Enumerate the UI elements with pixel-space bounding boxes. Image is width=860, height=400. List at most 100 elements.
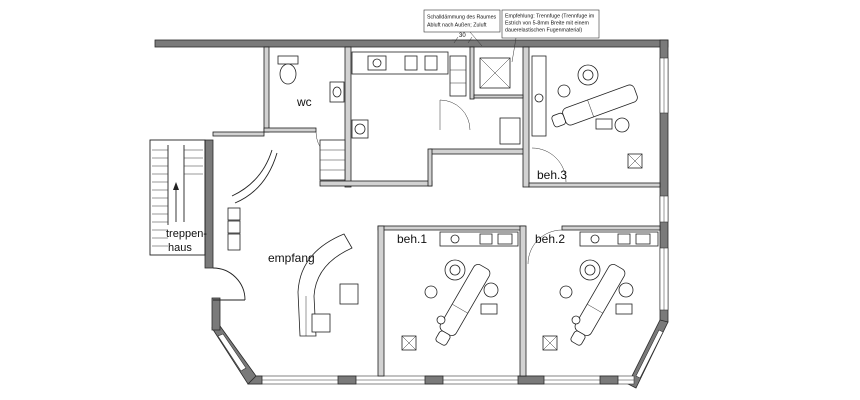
small-room-bottom-wall xyxy=(473,94,524,99)
beh3-door-swing xyxy=(531,147,567,183)
dimension-label: 30 xyxy=(459,33,466,39)
room-label-wc: wc xyxy=(296,95,312,109)
room-label-beh2: beh.2 xyxy=(535,232,565,246)
corridor-niche-top-wall xyxy=(429,148,526,155)
bay-window-right xyxy=(635,329,664,379)
bottom-pier-4 xyxy=(517,375,545,385)
entrance-door xyxy=(212,267,246,301)
beh1-top-wall xyxy=(377,225,526,231)
steri-device-2 xyxy=(424,55,438,71)
annotation-text-line: Schalldämmung des Raumes xyxy=(427,15,497,21)
beh2-top-wall xyxy=(561,225,661,231)
room-beh1: beh.1 xyxy=(377,225,526,377)
annotation-text-line: dauerelastischen Fugenmaterial) xyxy=(505,28,582,34)
assistant-stool-icon xyxy=(424,285,438,299)
annotation-leader-line xyxy=(469,31,483,47)
beh3-dental-chair-unit xyxy=(551,64,638,133)
beh1-dental-chair-unit xyxy=(424,259,499,346)
plant-box-cross-icon xyxy=(542,335,558,351)
annotation-leader-line xyxy=(511,37,517,63)
assistant-stool-icon xyxy=(559,285,573,299)
room-label-treppenhaus-1: treppen- xyxy=(166,228,207,240)
dental-lamp-icon xyxy=(618,282,634,298)
room-label-empfang: empfang xyxy=(268,251,315,265)
dental-unit-tray xyxy=(480,303,498,315)
beh2-door-swing xyxy=(527,229,563,265)
operator-stool-seat xyxy=(584,264,596,276)
bottom-pier-3 xyxy=(424,375,444,385)
beh1-sink-icon xyxy=(450,234,460,244)
hall-sink-icon xyxy=(354,123,366,135)
central-right-wall xyxy=(522,46,530,188)
empfang-top-partition xyxy=(212,131,265,137)
toilet-tank xyxy=(277,55,299,65)
dental-lamp-icon xyxy=(483,282,499,298)
operator-stool-seat xyxy=(449,264,461,276)
wc-sink-icon xyxy=(332,86,342,98)
dental-chair-seam xyxy=(587,99,594,117)
entrance-door-swing xyxy=(212,267,246,301)
dimension-tick xyxy=(467,36,473,44)
dental-chair-seam xyxy=(452,303,468,314)
empfang-cabinets xyxy=(227,207,241,251)
dental-chair xyxy=(435,264,491,346)
beh3-sink-icon xyxy=(534,93,544,103)
cabinet xyxy=(227,233,241,251)
central-bottom-wall xyxy=(319,180,433,187)
beh2-counter-device xyxy=(617,233,631,245)
dental-unit-tray xyxy=(595,118,613,130)
dimension-wall-gap: 30 xyxy=(452,33,474,44)
room-label-treppenhaus-2: haus xyxy=(168,242,192,254)
annotation-box xyxy=(423,9,501,33)
toilet-bowl-icon xyxy=(279,63,297,85)
shaft-cross-icon xyxy=(479,57,511,89)
beh2-dental-chair-unit xyxy=(559,259,634,346)
plant-box-cross-icon xyxy=(627,153,643,169)
staircase-outline xyxy=(149,139,206,256)
beh1-counter-device xyxy=(497,233,513,245)
empfang-curved-wall-inner xyxy=(234,152,278,204)
assistant-stool-icon xyxy=(557,84,571,98)
spittoon-icon xyxy=(571,315,581,325)
dental-chair xyxy=(551,84,638,128)
corridor-niche-left-wall xyxy=(427,148,433,187)
dental-chair-headrest xyxy=(435,330,451,346)
beh1-counter-device xyxy=(479,233,493,245)
bottom-pier-2 xyxy=(337,375,357,385)
bay-window-left xyxy=(217,333,247,372)
plant-box-cross-icon xyxy=(401,335,417,351)
left-lower-wall xyxy=(211,297,221,331)
steri-cabinet-column xyxy=(449,55,467,97)
dental-chair-seam xyxy=(587,303,603,314)
outer-walls xyxy=(154,39,669,389)
dental-lamp-icon xyxy=(614,117,630,133)
dental-chair-headrest xyxy=(551,112,566,128)
staircase: treppen- haus xyxy=(149,139,207,256)
cabinet xyxy=(227,207,241,221)
operator-stool-seat xyxy=(582,69,594,81)
annotation-text-line: Estrich von 5-8mm Breite mit einem xyxy=(505,21,589,27)
beh3-bottom-wall xyxy=(528,182,661,188)
dental-chair xyxy=(570,264,626,346)
central-block xyxy=(319,46,530,188)
annotation-box xyxy=(501,9,600,39)
steri-device-1 xyxy=(404,55,418,71)
steri-door-swing xyxy=(439,99,471,131)
top-wall xyxy=(154,39,669,48)
room-beh3: beh.3 xyxy=(528,55,661,188)
bottom-pier-5 xyxy=(599,375,619,385)
steri-sink-icon xyxy=(372,58,382,68)
empfang-curved-wall-outer xyxy=(231,149,273,197)
reception-chair xyxy=(339,283,359,305)
stair-treads xyxy=(152,149,203,247)
beh2-counter-device xyxy=(635,233,651,245)
annotation-text-line: Abluft nach Außen; Zuluft xyxy=(427,23,487,29)
annotation-text-line: Empfehlung: Trennfuge (Trennfuge im xyxy=(505,14,595,20)
stair-empfang-wall xyxy=(204,139,214,269)
spittoon-icon xyxy=(436,315,446,325)
reception-desk xyxy=(297,233,353,337)
beh1-left-wall xyxy=(377,225,385,377)
cabinet xyxy=(227,220,241,234)
